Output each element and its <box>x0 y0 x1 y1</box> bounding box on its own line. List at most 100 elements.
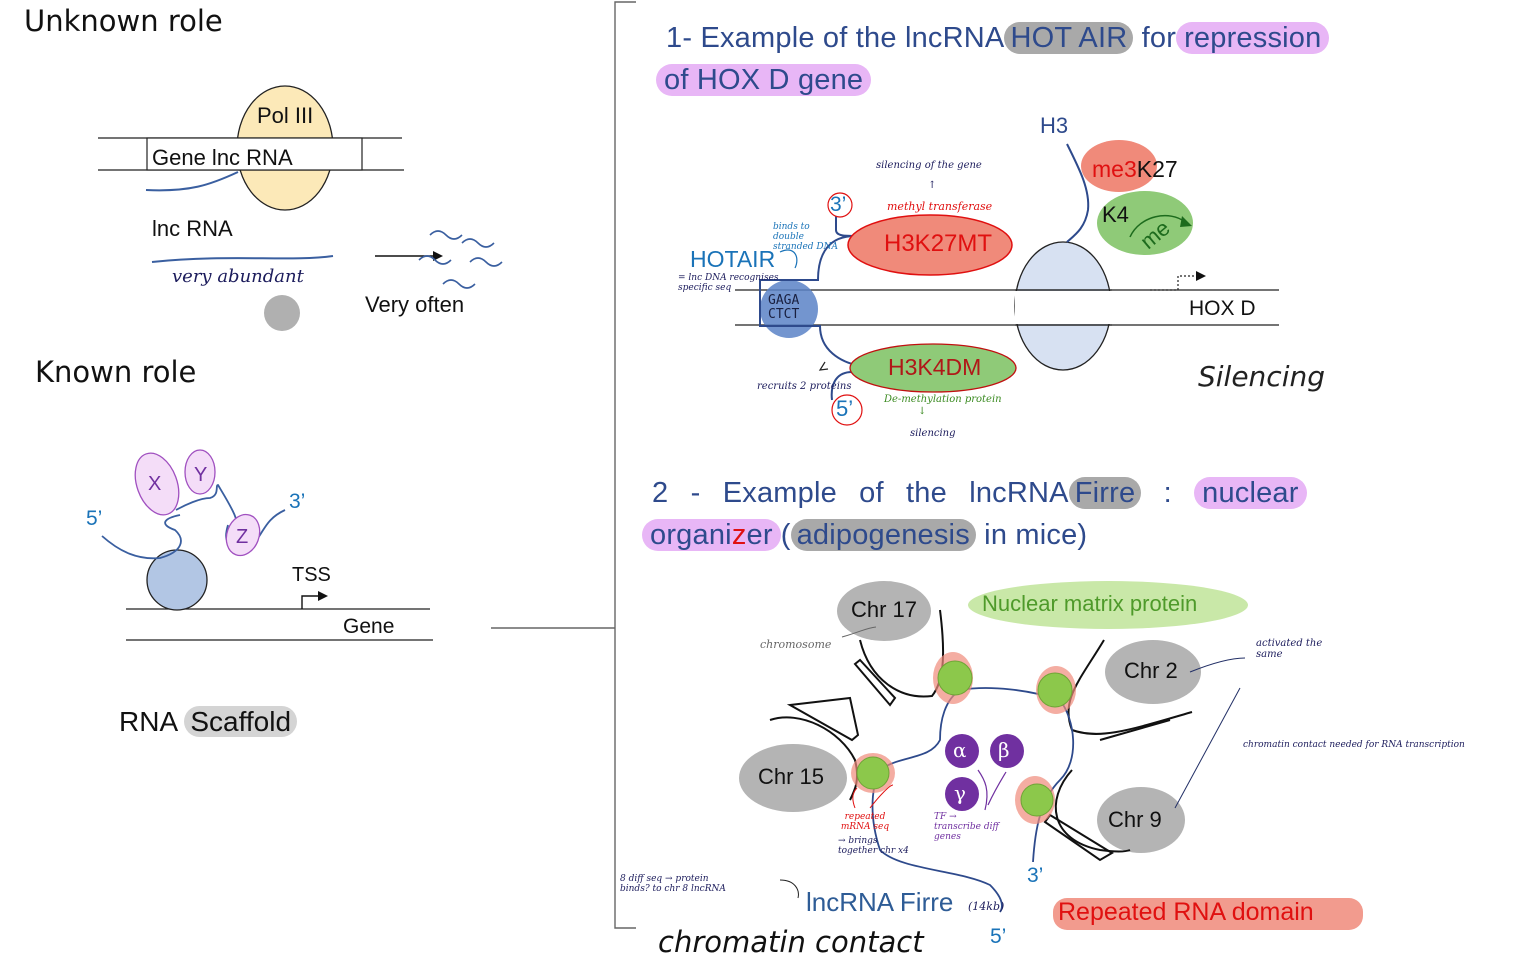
hotair-highlight: HOT AIR <box>1004 22 1134 54</box>
example2-title-text: 2 - Example of the lncRNA <box>652 477 1069 509</box>
chr17-blob <box>837 581 931 641</box>
tss-arrowhead <box>318 591 328 601</box>
firre-pointer <box>779 879 799 899</box>
binds-arrow-icon <box>779 249 798 269</box>
nascent-rna <box>145 171 239 192</box>
three-prime-circle <box>827 192 853 218</box>
adipogenesis-highlight: adipogenesis <box>790 519 976 551</box>
chr9-blob <box>1097 787 1185 853</box>
degradation-dot <box>264 295 300 331</box>
tf-gamma <box>945 777 979 811</box>
protein-z <box>225 513 261 557</box>
tss-arrow-icon <box>301 595 318 609</box>
silencing-caption: Silencing <box>1198 360 1325 393</box>
example2-colon: : <box>1163 477 1172 509</box>
tf-arrows-icon <box>977 769 1007 811</box>
me3-blob <box>1081 140 1157 192</box>
bead <box>1020 783 1054 817</box>
known-role-diagram <box>101 449 433 641</box>
recruits-arrow-icon <box>818 361 829 371</box>
repeated-domain-highlight <box>1053 898 1363 930</box>
bead <box>937 660 973 696</box>
chromosome-pointer <box>841 626 877 638</box>
lncrna-firre-label: lncRNA Firre <box>806 887 954 917</box>
tf-note: TF → transcribe diff genes <box>934 812 999 842</box>
example1-title-text: 1- Example of the lncRNA <box>666 22 1005 54</box>
silencing-note: silencing <box>910 428 956 439</box>
paren-open: ( <box>780 519 791 551</box>
k4-label: K4 <box>1102 202 1129 227</box>
organizer-post: er <box>746 519 773 551</box>
firre-highlight: Firre <box>1068 477 1142 509</box>
tf-beta <box>990 734 1024 768</box>
very-often-label: Very often <box>365 292 465 317</box>
five-prime-label: 5’ <box>86 507 103 530</box>
methyl-transferase-note: methyl transferase <box>887 200 993 213</box>
bead <box>1037 672 1073 708</box>
nuclear-highlight: nuclear <box>1194 477 1307 509</box>
many-rna-copies-icon <box>418 230 503 289</box>
h3k27mt-enzyme <box>847 214 1013 276</box>
caption-highlight: Scaffold <box>184 706 298 737</box>
protein-z-label: Z <box>236 526 249 548</box>
example2-title-line2: organizer(adipogenesis in mice) <box>642 519 1087 552</box>
hoxd-gene-highlight: of HOX D gene <box>656 64 872 96</box>
protein-y-label: Y <box>194 464 208 486</box>
binds-dsdna-note: binds to double stranded DNA <box>773 222 838 252</box>
chr17-label: Chr 17 <box>851 597 918 622</box>
unknown-role-diagram <box>98 85 503 331</box>
very-abundant-note: very abundant <box>172 266 304 287</box>
eight-diff-note: 8 diff seq → protein binds? to chr 8 lnc… <box>620 874 726 894</box>
tss-label: TSS <box>292 564 331 586</box>
organizer-correction: z <box>731 519 747 551</box>
gaga-ctct-sequence: GAGA CTCT <box>768 294 799 322</box>
h3k4dm-enzyme <box>849 343 1017 393</box>
me3-text: me3 <box>1092 156 1137 182</box>
beta-label: β <box>998 738 1010 762</box>
contact-needed-note: chromatin contact needed for RNA transcr… <box>1243 740 1465 750</box>
hoxd-tss-arrow-icon <box>1150 275 1196 291</box>
chr15-label: Chr 15 <box>758 764 825 789</box>
firre-diagram <box>739 581 1363 930</box>
methyl-arrow-icon <box>1129 214 1186 238</box>
gaga-binding-site <box>760 280 818 338</box>
protein-x <box>134 452 180 516</box>
down-arrow-icon: ↓ <box>918 406 927 417</box>
methyl-arrowhead <box>1180 216 1192 227</box>
eight-diff-line1: 8 diff seq → protein <box>620 874 709 884</box>
alpha-label: α <box>953 738 967 762</box>
chromosome-note: chromosome <box>760 638 832 651</box>
firre-rna <box>871 687 1075 913</box>
example1-title-line2: of HOX D gene <box>656 64 872 97</box>
h3k4dm-label: H3K4DM <box>888 354 982 380</box>
arrow-head <box>433 251 443 261</box>
organizer-highlight: organizer <box>642 519 781 551</box>
repeat-beads <box>851 652 1076 824</box>
lnc-rna-strand <box>151 255 334 263</box>
three-prime-label: 3’ <box>289 490 306 513</box>
protein-x-label: X <box>148 473 162 495</box>
silencing-gene-note: silencing of the gene <box>876 160 982 171</box>
lnc-rna-label: lnc RNA <box>152 216 233 241</box>
section-bracket <box>491 1 636 929</box>
h3-label: H3 <box>1040 113 1069 138</box>
k27-text: K27 <box>1136 156 1178 182</box>
repeated-domain-label: Repeated RNA domain <box>1058 898 1314 926</box>
chr9-label: Chr 9 <box>1108 807 1162 832</box>
activated-note: activated the same <box>1256 638 1323 660</box>
h3-tail <box>1066 143 1090 243</box>
nuclear-matrix-label: Nuclear matrix protein <box>982 591 1198 616</box>
recruits-note: recruits 2 proteins <box>757 381 852 392</box>
gene-lnc-rna-label: Gene lnc RNA <box>152 145 293 170</box>
tf-alpha <box>945 734 979 768</box>
repeated-pointer <box>852 784 894 809</box>
bead <box>856 756 890 790</box>
rna-scaffold-caption: RNA Scaffold <box>119 706 298 738</box>
brings-together-note: → brings together chr x4 <box>838 836 909 856</box>
chr15-blob <box>739 744 847 812</box>
chr2-blob <box>1105 640 1201 704</box>
protein-y <box>184 449 216 495</box>
up-arrow-icon: ↑ <box>928 180 937 191</box>
